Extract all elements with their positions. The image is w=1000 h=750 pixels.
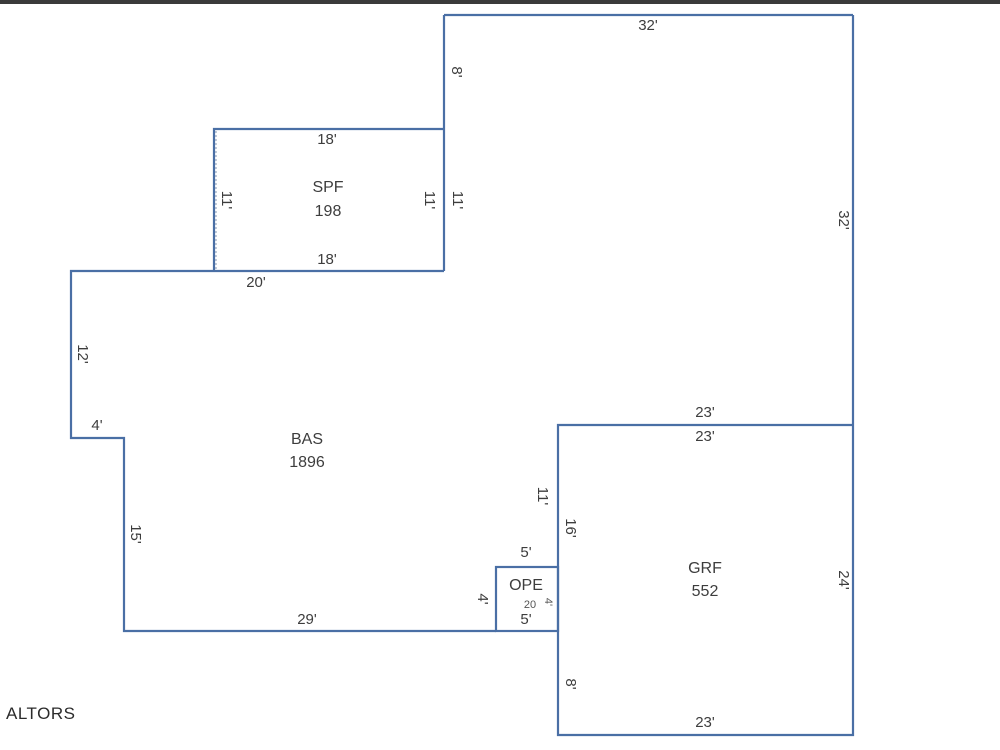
grf-code: GRF	[688, 560, 722, 577]
ope-code: OPE	[509, 577, 543, 594]
dim-grf-left-mid: 16'	[562, 518, 579, 538]
dim-ope-top: 5'	[520, 544, 531, 561]
dim-grf-top-inner: 23'	[695, 428, 715, 445]
dim-bas-left-top: 20'	[246, 274, 266, 291]
bas-sqft: 1896	[289, 454, 325, 471]
dim-top-left-step: 8'	[448, 66, 465, 77]
spf-outline	[212, 127, 444, 271]
dim-grf-right: 24'	[835, 570, 852, 590]
spf-sqft: 198	[315, 203, 342, 220]
dim-spf-top: 18'	[317, 131, 337, 148]
dim-bas-notch: 4'	[91, 417, 102, 434]
dim-grf-left-lower: 8'	[562, 678, 579, 689]
dim-grf-top-outer: 23'	[695, 404, 715, 421]
ope-outline	[494, 565, 560, 633]
dim-ope-right: 4'	[542, 598, 554, 606]
dim-spf-right: 11'	[421, 191, 438, 210]
dim-bas-left: 12'	[74, 344, 91, 364]
dim-top: 32'	[638, 17, 658, 34]
dim-spf-left: 11'	[218, 191, 235, 210]
dim-ope-bottom: 5'	[520, 611, 531, 628]
dim-bas-bottom: 29'	[297, 611, 317, 628]
bas-outline	[69, 269, 496, 633]
grf-outline	[556, 423, 855, 737]
bas-code: BAS	[291, 431, 323, 448]
dim-spf-right-outer: 11'	[449, 191, 466, 210]
dim-ope-left: 4'	[474, 593, 491, 604]
dim-bas-lower-left: 15'	[127, 524, 144, 544]
watermark-text: ALTORS	[6, 704, 76, 723]
dim-right: 32'	[835, 210, 852, 230]
dim-grf-bottom: 23'	[695, 714, 715, 731]
dim-grf-left-upper: 11'	[534, 487, 551, 506]
dim-spf-bottom: 18'	[317, 251, 337, 268]
ope-sqft: 20	[524, 599, 536, 611]
spf-code: SPF	[312, 179, 343, 196]
top-border-bar	[0, 0, 1000, 4]
grf-sqft: 552	[692, 583, 719, 600]
